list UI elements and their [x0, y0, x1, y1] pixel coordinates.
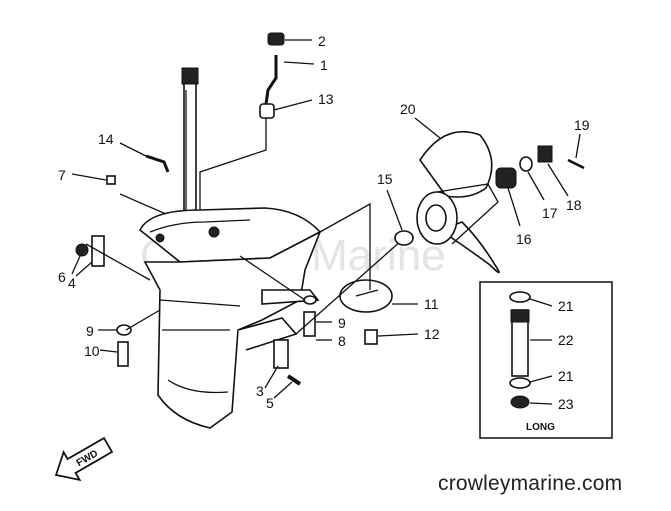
callout-10: 10: [84, 343, 100, 359]
inset-long-shaft-parts: LONG: [479, 281, 613, 439]
callout-6: 6: [58, 269, 66, 285]
callout-23: 23: [558, 396, 574, 412]
lower-unit-housing: [138, 207, 322, 429]
callout-leaders: [71, 39, 581, 405]
spacer-part-16: [495, 167, 517, 189]
website-label: crowleymarine.com: [438, 472, 623, 495]
washer-part-9-right: [303, 295, 317, 305]
bolt-part-12: [364, 329, 378, 345]
oring-part-21-top: [509, 291, 531, 303]
callout-numbers: 2 1 13 14 7 6 4 9 10 3 5 9 8 11 12 15 20…: [58, 33, 590, 412]
screw-part-5: [286, 374, 302, 386]
callout-9-left: 9: [86, 323, 94, 339]
callout-19: 19: [574, 117, 590, 133]
nut-part-18: [537, 145, 553, 163]
callout-1: 1: [320, 57, 328, 73]
callout-12: 12: [424, 326, 440, 342]
plate-part-3: [273, 339, 289, 369]
screw-part-6: [75, 243, 89, 257]
pin-part-14: [145, 154, 170, 173]
drive-shaft: [181, 67, 199, 231]
inset-label: LONG: [526, 422, 555, 433]
bolt-part-10: [117, 341, 129, 367]
grommet-part-2: [267, 32, 285, 46]
callout-13: 13: [318, 91, 334, 107]
washer-part-15: [394, 230, 414, 246]
small-part-7: [106, 175, 116, 185]
oring-part-21-bottom: [509, 377, 531, 389]
washer-part-9-left: [116, 324, 132, 336]
propeller-part-20: [416, 130, 500, 274]
shift-rod-part-1: [264, 55, 278, 105]
callout-7: 7: [58, 167, 66, 183]
callout-21-bottom: 21: [558, 368, 574, 384]
callout-22: 22: [558, 332, 574, 348]
callout-8: 8: [338, 333, 346, 349]
callout-2: 2: [318, 33, 326, 49]
callout-14: 14: [98, 131, 114, 147]
callout-9-right: 9: [338, 315, 346, 331]
callout-5: 5: [266, 395, 274, 411]
callout-20: 20: [400, 101, 416, 117]
cotter-pin-part-19: [567, 158, 585, 170]
fwd-arrow: FWD: [54, 436, 114, 482]
washer-part-17: [519, 156, 533, 172]
washer-part-23: [510, 395, 530, 409]
callout-3: 3: [256, 383, 264, 399]
bushing-part-13: [259, 103, 275, 119]
callout-11: 11: [424, 296, 439, 312]
callout-4: 4: [68, 275, 76, 291]
callout-15: 15: [377, 171, 393, 187]
callout-16: 16: [516, 231, 532, 247]
trim-tab-part-11: [339, 279, 393, 313]
callout-18: 18: [566, 197, 582, 213]
shift-rod-assembly: [199, 32, 285, 222]
callout-17: 17: [542, 205, 558, 221]
bolt-part-8: [303, 311, 316, 337]
callout-21-top: 21: [558, 298, 574, 314]
